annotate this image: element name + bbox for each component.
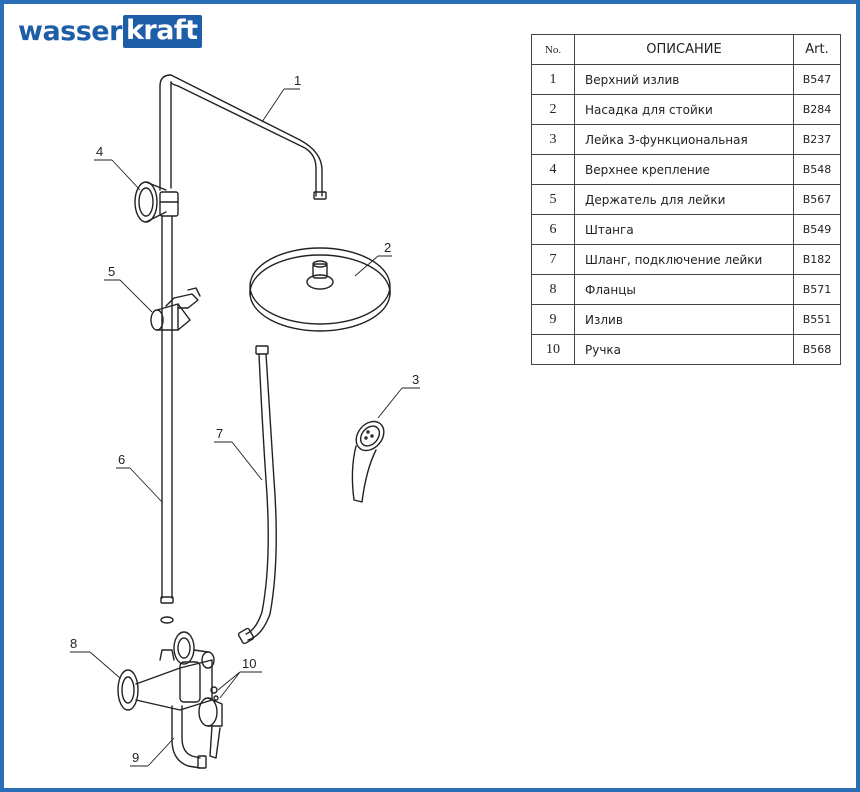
leader-10 (217, 671, 262, 699)
brand-logo-part2: kraft (122, 14, 202, 48)
row-no: 5 (531, 184, 575, 215)
row-no: 3 (531, 124, 575, 155)
row-no: 8 (531, 274, 575, 305)
callout-4: 4 (96, 144, 103, 159)
table-row: 5 Держатель для лейки B567 (531, 184, 841, 215)
parts-table-header: No. ОПИСАНИЕ Art. (531, 34, 841, 65)
table-row: 10 Ручка B568 (531, 334, 841, 365)
row-description: Насадка для стойки (574, 94, 794, 125)
callout-7: 7 (216, 426, 223, 441)
row-no: 2 (531, 94, 575, 125)
row-description: Держатель для лейки (574, 184, 794, 215)
callout-2: 2 (384, 240, 391, 255)
leader-1 (261, 88, 300, 123)
row-no: 4 (531, 154, 575, 185)
part-handle (198, 686, 223, 759)
part-hand-shower (351, 420, 385, 503)
row-art: B547 (793, 64, 841, 95)
row-description: Фланцы (574, 274, 794, 305)
callout-5: 5 (108, 264, 115, 279)
table-row: 4 Верхнее крепление B548 (531, 154, 841, 185)
table-row: 2 Насадка для стойки B284 (531, 94, 841, 125)
row-art: B549 (793, 214, 841, 245)
parts-table: No. ОПИСАНИЕ Art. 1 Верхний излив B547 2… (531, 34, 841, 365)
row-art: B284 (793, 94, 841, 125)
leader-5 (104, 279, 153, 313)
part-holder (150, 287, 201, 331)
row-art: B571 (793, 274, 841, 305)
leader-3 (377, 387, 420, 419)
callout-1: 1 (294, 73, 301, 88)
table-row: 9 Излив B551 (531, 304, 841, 335)
table-row: 3 Лейка 3-функциональная B237 (531, 124, 841, 155)
row-art: B551 (793, 304, 841, 335)
table-row: 1 Верхний излив B547 (531, 64, 841, 95)
leader-9 (130, 737, 175, 767)
leader-6 (116, 467, 163, 503)
part-rail (160, 215, 174, 624)
table-row: 7 Шланг, подключение лейки B182 (531, 244, 841, 275)
leader-2 (354, 255, 392, 277)
row-description: Лейка 3-функциональная (574, 124, 794, 155)
row-no: 10 (531, 334, 575, 365)
row-description: Верхний излив (574, 64, 794, 95)
row-art: B567 (793, 184, 841, 215)
row-description: Ручка (574, 334, 794, 365)
part-flanges (117, 631, 195, 711)
row-no: 7 (531, 244, 575, 275)
header-no: No. (531, 34, 575, 65)
row-description: Шланг, подключение лейки (574, 244, 794, 275)
table-row: 8 Фланцы B571 (531, 274, 841, 305)
leader-8 (70, 651, 121, 679)
callout-9: 9 (132, 750, 139, 765)
row-art: B237 (793, 124, 841, 155)
leader-7 (214, 441, 263, 481)
row-art: B568 (793, 334, 841, 365)
row-description: Излив (574, 304, 794, 335)
row-art: B182 (793, 244, 841, 275)
row-description: Штанга (574, 214, 794, 245)
brand-logo-part1: wasser (18, 15, 122, 47)
part-upper-bracket (134, 181, 179, 223)
callout-10: 10 (242, 656, 256, 671)
header-art: Art. (793, 34, 841, 65)
row-no: 9 (531, 304, 575, 335)
part-rain-head (249, 247, 391, 332)
row-no: 6 (531, 214, 575, 245)
part-hose (237, 345, 277, 645)
callout-8: 8 (70, 636, 77, 651)
row-no: 1 (531, 64, 575, 95)
callout-6: 6 (118, 452, 125, 467)
header-description: ОПИСАНИЕ (574, 34, 794, 65)
row-art: B548 (793, 154, 841, 185)
table-row: 6 Штанга B549 (531, 214, 841, 245)
callout-3: 3 (412, 372, 419, 387)
part-spout (171, 705, 207, 769)
leader-4 (94, 159, 141, 191)
row-description: Верхнее крепление (574, 154, 794, 185)
part-top-spout (159, 74, 327, 200)
